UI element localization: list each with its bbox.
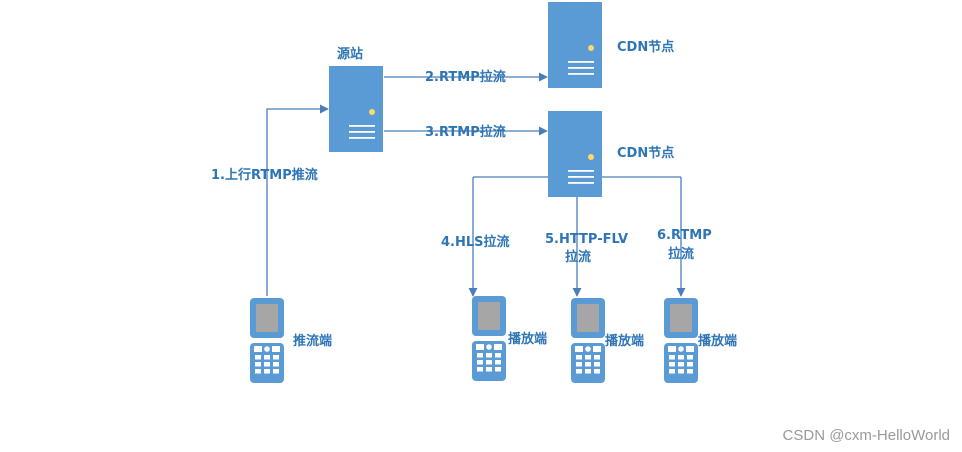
flv-edge-label-line1: 5.HTTP-FLV xyxy=(545,232,628,247)
cdn-mid-server xyxy=(548,111,602,197)
pusher-phone xyxy=(250,298,284,383)
push-edge-label: 1.上行RTMP推流 xyxy=(211,167,318,183)
push-connector xyxy=(266,104,329,296)
player-hls-label: 播放端 xyxy=(508,331,547,347)
player-hls-phone xyxy=(472,296,506,381)
player-flv-label: 播放端 xyxy=(605,333,644,349)
player-flv-phone xyxy=(571,298,605,383)
watermark: CSDN @cxm-HelloWorld xyxy=(782,427,950,444)
cdn-top-label: CDN节点 xyxy=(617,39,674,55)
player-rtmp-label: 播放端 xyxy=(698,333,737,349)
rtmp-edge-label-line2: 拉流 xyxy=(668,246,694,262)
flv-edge-label-line2: 拉流 xyxy=(565,249,591,265)
cdn-mid-label: CDN节点 xyxy=(617,145,674,161)
pusher-label: 推流端 xyxy=(293,333,332,349)
origin-label: 源站 xyxy=(337,46,363,62)
cdn-top-server xyxy=(548,2,602,88)
rtmp-edge-label-line1: 6.RTMP xyxy=(657,228,712,243)
pull-top-edge-label: 2.RTMP拉流 xyxy=(425,69,506,85)
pull-mid-edge-label: 3.RTMP拉流 xyxy=(425,124,506,140)
origin-server xyxy=(329,66,383,152)
hls-edge-label: 4.HLS拉流 xyxy=(441,234,510,250)
player-rtmp-phone xyxy=(664,298,698,383)
